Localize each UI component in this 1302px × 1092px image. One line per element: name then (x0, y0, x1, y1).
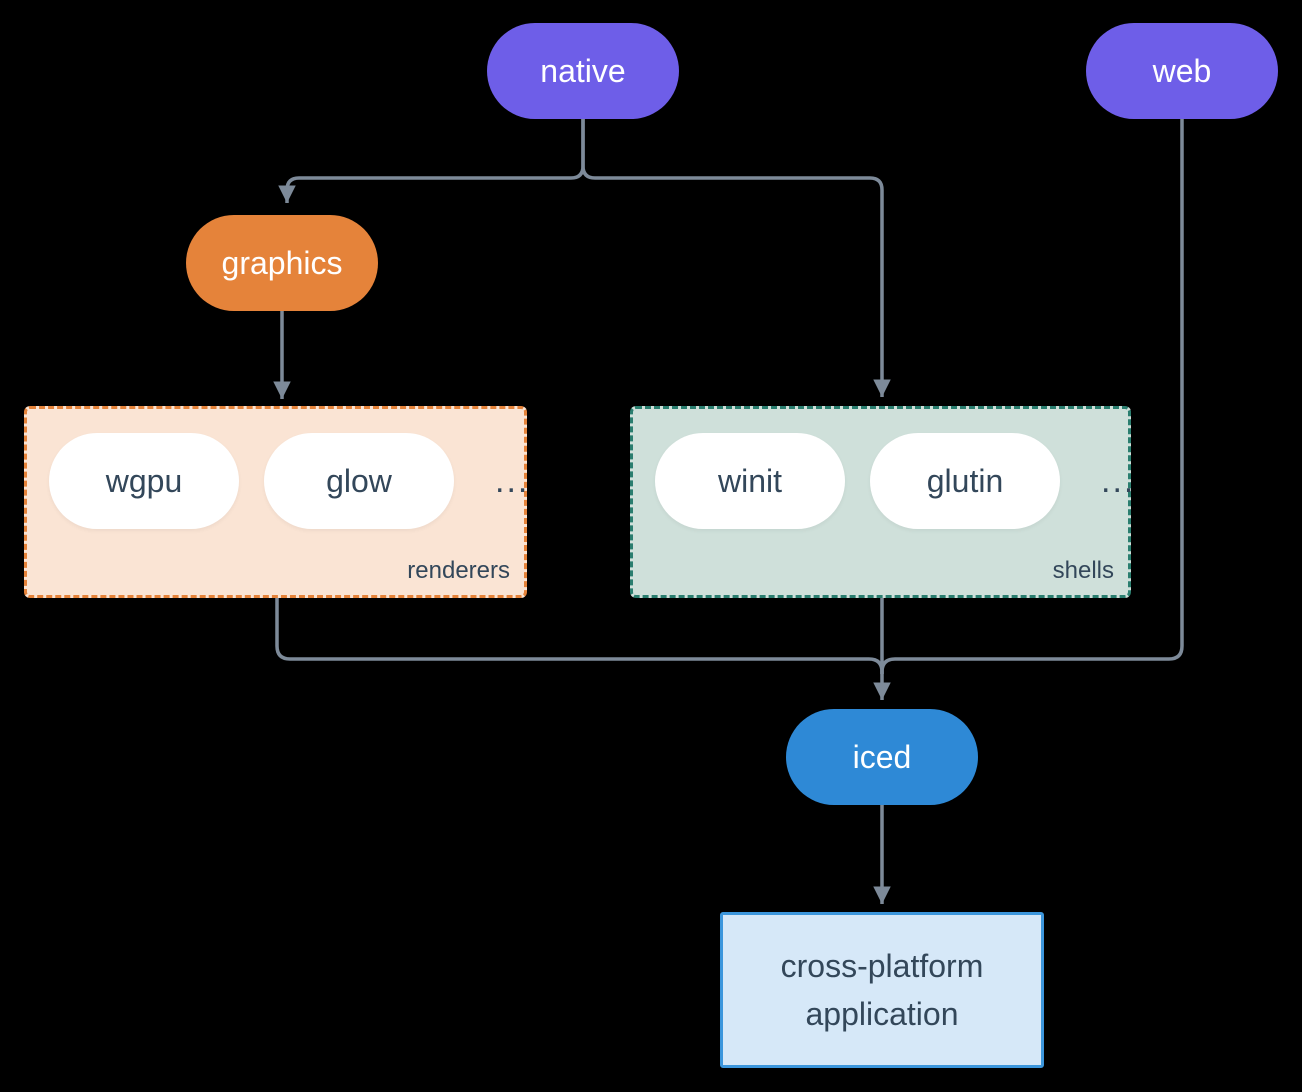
edge-native-to-graphics (278, 119, 585, 203)
edge-native-to-shells (581, 119, 891, 397)
shells-ellipsis: ... (1101, 461, 1136, 500)
node-web-label: web (1152, 52, 1212, 89)
group-shells: winit glutin ... shells (630, 406, 1133, 598)
node-winit: winit (655, 433, 845, 529)
node-glow-label: glow (326, 462, 392, 499)
node-graphics-label: graphics (221, 244, 343, 281)
node-iced: iced (786, 709, 978, 805)
group-shells-label: shells (1052, 557, 1114, 584)
node-glutin: glutin (870, 433, 1060, 529)
node-glutin-label: glutin (926, 462, 1004, 499)
node-winit-label: winit (717, 462, 782, 499)
group-renderers: wgpu glow ... renderers (24, 406, 527, 598)
group-renderers-label: renderers (407, 557, 510, 584)
node-native: native (487, 23, 679, 119)
node-native-label: native (540, 52, 626, 89)
edge-renderers-to-merge (275, 597, 884, 674)
node-iced-label: iced (852, 738, 912, 775)
renderers-ellipsis: ... (495, 461, 530, 500)
node-app-label: cross-platform application (780, 948, 984, 1032)
node-wgpu-label: wgpu (105, 462, 183, 499)
group-renderers-items: wgpu glow ... (49, 433, 529, 529)
node-web: web (1086, 23, 1278, 119)
node-glow: glow (264, 433, 454, 529)
node-cross-platform-application: cross-platform application (720, 912, 1044, 1068)
node-graphics: graphics (186, 215, 378, 311)
node-wgpu: wgpu (49, 433, 239, 529)
group-shells-items: winit glutin ... (655, 433, 1135, 529)
